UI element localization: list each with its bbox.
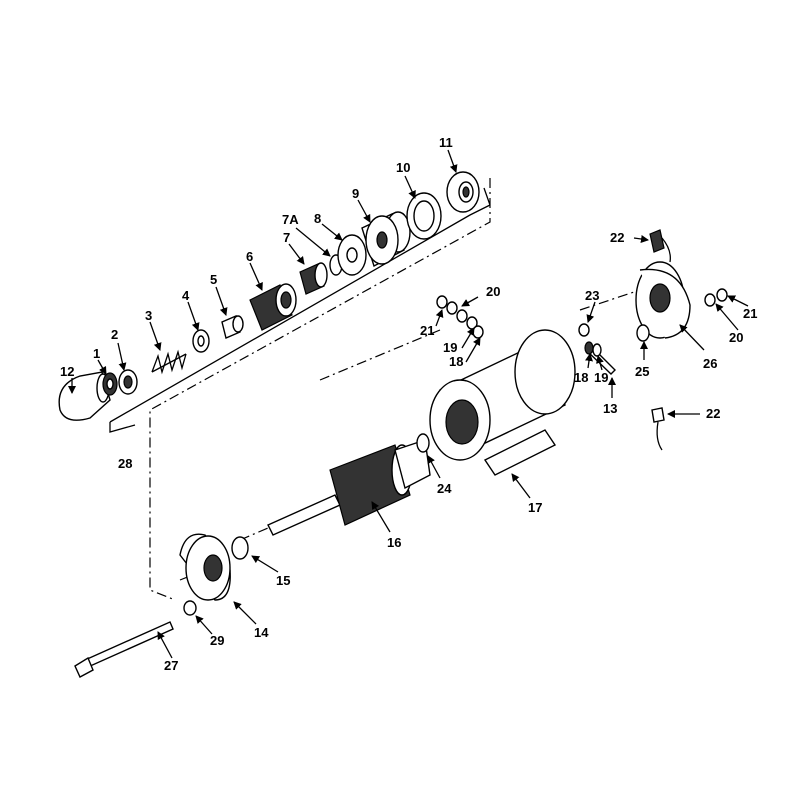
callout-18-lower: 18 [574, 370, 588, 385]
callout-1: 1 [93, 346, 100, 361]
callout-6: 6 [246, 249, 253, 264]
callout-14: 14 [254, 625, 269, 640]
callout-17: 17 [528, 500, 542, 515]
part-22-brush-bottom [651, 407, 665, 451]
drive-assembly-bracket-line [109, 187, 491, 423]
part-9-clutch [361, 211, 411, 268]
callout-27: 27 [164, 658, 178, 673]
part-24-washer [416, 433, 430, 453]
callout-8: 8 [314, 211, 321, 226]
callout-23: 23 [585, 288, 599, 303]
callout-3: 3 [145, 308, 152, 323]
part-17-frame-housing [429, 329, 576, 476]
callout-11: 11 [439, 135, 453, 150]
callout-28: 28 [118, 456, 132, 471]
callout-21-upper: 21 [420, 323, 434, 338]
callout-19-upper: 19 [443, 340, 457, 355]
callout-26: 26 [703, 356, 717, 371]
callout-9: 9 [352, 186, 359, 201]
part-4-washer [192, 329, 210, 353]
callout-24: 24 [437, 481, 452, 496]
centerline-upper [319, 289, 641, 381]
part-27-through-bolt [74, 621, 174, 678]
part-cluster-upper [436, 295, 484, 339]
part-7-gear [299, 262, 328, 295]
part-2-washer [118, 369, 138, 395]
part-22-brush-top [649, 229, 671, 263]
part-25-insulator [636, 324, 650, 342]
callout-25: 25 [635, 364, 649, 379]
part-16-armature [267, 439, 431, 536]
callout-19-lower: 19 [594, 370, 608, 385]
callout-20-right: 20 [729, 330, 743, 345]
callout-7a: 7A [282, 212, 299, 227]
part-1-nut [102, 372, 118, 396]
drive-assembly-dash-line [149, 178, 491, 601]
part-14-end-plate [179, 533, 231, 601]
callout-22-bottom: 22 [706, 406, 720, 421]
part-21-nut-right [716, 288, 728, 302]
part-11-end-cap [446, 171, 480, 213]
part-26-brush-plate [635, 261, 691, 339]
callout-2: 2 [111, 327, 118, 342]
callout-20-upper: 20 [486, 284, 500, 299]
callout-29: 29 [210, 633, 224, 648]
part-8-washer [337, 234, 367, 276]
callout-15: 15 [276, 573, 290, 588]
part-12-nut-cap [58, 371, 111, 421]
part-29-washer [183, 600, 197, 616]
callout-16: 16 [387, 535, 401, 550]
callout-5: 5 [210, 272, 217, 287]
callout-13: 13 [603, 401, 617, 416]
leader-arrows [68, 149, 749, 659]
part-5-bushing [221, 315, 244, 339]
callout-18-upper: 18 [449, 354, 463, 369]
callout-22-top: 22 [610, 230, 624, 245]
part-10-ring [406, 192, 442, 240]
callout-7: 7 [283, 230, 290, 245]
callout-10: 10 [396, 160, 410, 175]
bracket-line-28 [109, 422, 136, 433]
callout-12: 12 [60, 364, 74, 379]
part-3-spring [151, 349, 187, 375]
part-6-pinion-gear [249, 283, 297, 331]
callout-21-right: 21 [743, 306, 757, 321]
part-23-washer [578, 323, 590, 337]
part-15-washer [231, 536, 249, 560]
part-20-washer-right [704, 293, 716, 307]
callout-4: 4 [182, 288, 190, 303]
